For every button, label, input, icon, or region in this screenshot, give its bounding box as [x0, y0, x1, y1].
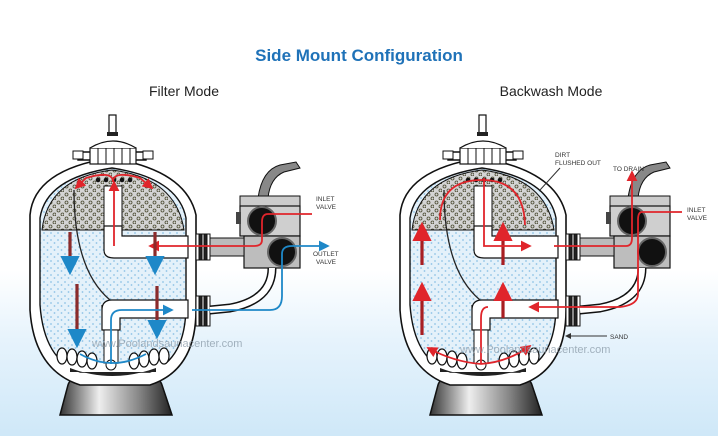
backwash-mode-label: Backwash Mode	[499, 83, 603, 99]
backwash-flow-arrows	[426, 170, 682, 365]
page-title: Side Mount Configuration	[255, 46, 463, 65]
filter-inlet-valve-label: INLET	[316, 196, 334, 203]
filter-outlet-flow-arrows	[79, 240, 330, 364]
filter-downflow-arrows	[60, 232, 167, 349]
filter-multiport-valve	[210, 162, 300, 310]
filter-tank-illustration	[29, 114, 211, 416]
filter-outlet-valve-label-2: VALVE	[316, 259, 337, 266]
backwash-inlet-valve-label-2: VALVE	[687, 215, 708, 222]
to-drain-label: TO DRAIN	[613, 166, 644, 173]
backwash-mode-diagram: DIRT FLUSHED OUT TO DRAIN INLET VALVE SA…	[399, 114, 708, 416]
dirt-flushed-label-2: FLUSHED OUT	[555, 160, 601, 167]
backwash-inlet-valve-label: INLET	[687, 207, 705, 214]
backwash-tank-illustration	[399, 114, 581, 416]
dirt-flushed-label: DIRT	[555, 152, 570, 159]
backwash-multiport-valve	[580, 162, 670, 310]
filter-outlet-valve-label: OUTLET	[313, 251, 339, 258]
filter-mode-diagram: INLET VALVE OUTLET VALVE www.Poolandsaun…	[29, 114, 339, 416]
backwash-upflow-arrows	[412, 221, 513, 335]
filter-inlet-flow-arrows	[74, 173, 312, 252]
filter-inlet-valve-label-2: VALVE	[316, 204, 337, 211]
backwash-watermark: www.Poolandsaunacenter.com	[459, 344, 610, 356]
filter-watermark: www.Poolandsaunacenter.com	[91, 338, 242, 350]
dirt-callout-line	[539, 167, 561, 191]
filter-mode-label: Filter Mode	[148, 83, 220, 99]
sand-label: SAND	[610, 334, 628, 341]
